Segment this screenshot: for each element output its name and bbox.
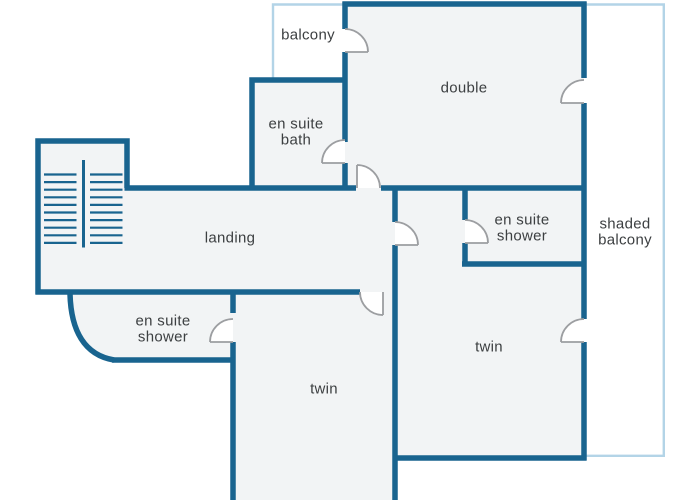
door-twin-right-to-shower <box>464 219 489 244</box>
label-landing: landing <box>204 229 256 247</box>
twin-middle-floor <box>233 292 395 500</box>
label-en-suite-shower-left: en suite shower <box>135 312 191 345</box>
door-arc <box>209 318 234 343</box>
balcony-outline <box>271 3 344 79</box>
door-arc <box>321 139 346 164</box>
label-double: double <box>440 79 488 97</box>
stairs-treads-right <box>90 173 123 244</box>
door-swing <box>360 292 383 315</box>
door-swing <box>395 222 418 245</box>
label-en-suite-shower-right: en suite shower <box>494 211 550 244</box>
double-room-floor <box>345 4 584 188</box>
door-twin-right-to-shaded-balcony <box>560 318 585 343</box>
door-landing-to-twin-middle <box>359 291 384 316</box>
door-arc <box>356 164 381 189</box>
door-swing <box>345 29 368 52</box>
door-swing <box>210 319 233 342</box>
twin-right-floor <box>395 188 584 458</box>
stairs-treads-left <box>44 173 77 244</box>
door-double-to-shaded-balcony <box>560 79 585 104</box>
door-swing <box>465 220 488 243</box>
label-shaded-balcony: shaded balcony <box>598 215 652 248</box>
en-suite-shower-left-floor <box>70 292 233 360</box>
door-swing <box>322 140 345 163</box>
door-swing <box>357 165 380 188</box>
landing-floor <box>38 141 395 292</box>
door-double-to-bath <box>321 139 346 164</box>
door-arc <box>464 219 489 244</box>
shaded-balcony-outline <box>585 3 665 457</box>
stairs-enclosure-wall <box>35 138 130 295</box>
door-swing <box>561 80 584 103</box>
door-landing-to-double <box>356 164 381 189</box>
door-arc <box>344 28 369 53</box>
door-arc <box>394 221 419 246</box>
door-arc <box>359 291 384 316</box>
label-twin-middle: twin <box>310 380 338 398</box>
label-en-suite-bath: en suite bath <box>268 115 324 148</box>
en-suite-bath-wall <box>249 77 347 190</box>
door-balcony-to-double <box>344 28 369 53</box>
door-landing-to-twin-right <box>394 221 419 246</box>
label-balcony: balcony <box>281 26 335 44</box>
label-twin-right: twin <box>475 338 503 356</box>
en-suite-shower-left-curved-wall <box>67 293 115 363</box>
door-arc <box>560 79 585 104</box>
door-twin-middle-to-shower <box>209 318 234 343</box>
door-arc <box>560 318 585 343</box>
door-swing <box>561 319 584 342</box>
